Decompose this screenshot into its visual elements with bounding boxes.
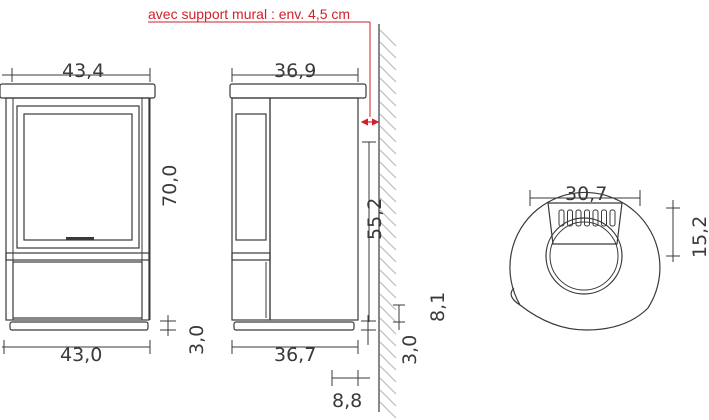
wall-hatching [379, 29, 397, 419]
offset-label: 8,8 [332, 390, 362, 412]
side-ash-lip [231, 252, 271, 261]
side-body-panel [269, 97, 359, 321]
wall-support-annotation: avec support mural : env. 4,5 cm [148, 6, 380, 126]
hatch-stroke [379, 317, 397, 335]
hatch-stroke [379, 77, 397, 95]
side-base-height-label: 3,0 [399, 335, 421, 365]
hatch-stroke [379, 293, 397, 311]
side-depth-bottom-label: 36,7 [274, 344, 316, 366]
front-log-compartment [12, 261, 143, 319]
side-base [233, 321, 355, 331]
front-width-top-label: 43,4 [62, 60, 104, 82]
hatch-stroke [379, 389, 397, 407]
front-ash-lip [5, 252, 150, 261]
side-top-cap [229, 83, 367, 99]
side-wall-height-label: 55,2 [364, 198, 386, 240]
hatch-stroke [379, 29, 397, 47]
stove-outline-top [509, 191, 661, 331]
hatch-stroke [379, 245, 397, 263]
hatch-stroke [379, 329, 397, 347]
grid-slot [601, 209, 607, 227]
hatch-stroke [379, 305, 397, 323]
hatch-stroke [379, 209, 397, 227]
hatch-stroke [379, 401, 397, 419]
grid-slot [567, 209, 573, 227]
front-glass [23, 113, 133, 241]
hatch-stroke [379, 41, 397, 59]
hatch-stroke [379, 125, 397, 143]
grid-slot [592, 209, 599, 227]
front-base [9, 321, 149, 331]
hatch-stroke [379, 365, 397, 383]
flue-offset-label: 15,2 [689, 216, 709, 258]
hatch-stroke [379, 377, 397, 395]
wall [378, 24, 397, 419]
hatch-stroke [379, 353, 397, 371]
flue-width-label: 30,7 [565, 183, 607, 205]
side-door-profile [231, 97, 271, 321]
flue-grid-panel [547, 202, 623, 245]
wall-gap-label: 8,1 [427, 292, 449, 322]
wall-support-note: avec support mural : env. 4,5 cm [148, 6, 350, 22]
hatch-stroke [379, 173, 397, 191]
hatch-stroke [379, 65, 397, 83]
front-brand-plate [66, 237, 94, 240]
hatch-stroke [379, 341, 397, 359]
hatch-stroke [379, 281, 397, 299]
flue-outlet-circle [545, 217, 623, 295]
hatch-stroke [379, 137, 397, 155]
hatch-stroke [379, 269, 397, 287]
hatch-stroke [379, 161, 397, 179]
side-glass-edge [235, 113, 267, 241]
hatch-stroke [379, 53, 397, 71]
front-width-bottom-label: 43,0 [60, 344, 102, 366]
hatch-stroke [379, 89, 397, 107]
front-base-height-label: 3,0 [186, 325, 208, 355]
hatch-stroke [379, 149, 397, 167]
front-body [5, 97, 150, 321]
top-view: 30,7 15,2 [509, 183, 709, 331]
front-height-label: 70,0 [159, 165, 181, 207]
hatch-stroke [379, 257, 397, 275]
front-view: 43,4 70,0 3,0 43,0 [0, 60, 208, 366]
hatch-stroke [379, 197, 397, 215]
hatch-stroke [379, 221, 397, 239]
hatch-stroke [379, 185, 397, 203]
hatch-stroke [379, 113, 397, 131]
side-view: 36,9 55,2 3,0 8,1 36,7 8,8 [229, 60, 449, 412]
hatch-stroke [379, 233, 397, 251]
grid-slot [609, 209, 616, 227]
side-depth-top-label: 36,9 [274, 60, 316, 82]
hatch-stroke [379, 101, 397, 119]
front-top-cap [0, 83, 156, 99]
front-door-frame [16, 105, 140, 249]
